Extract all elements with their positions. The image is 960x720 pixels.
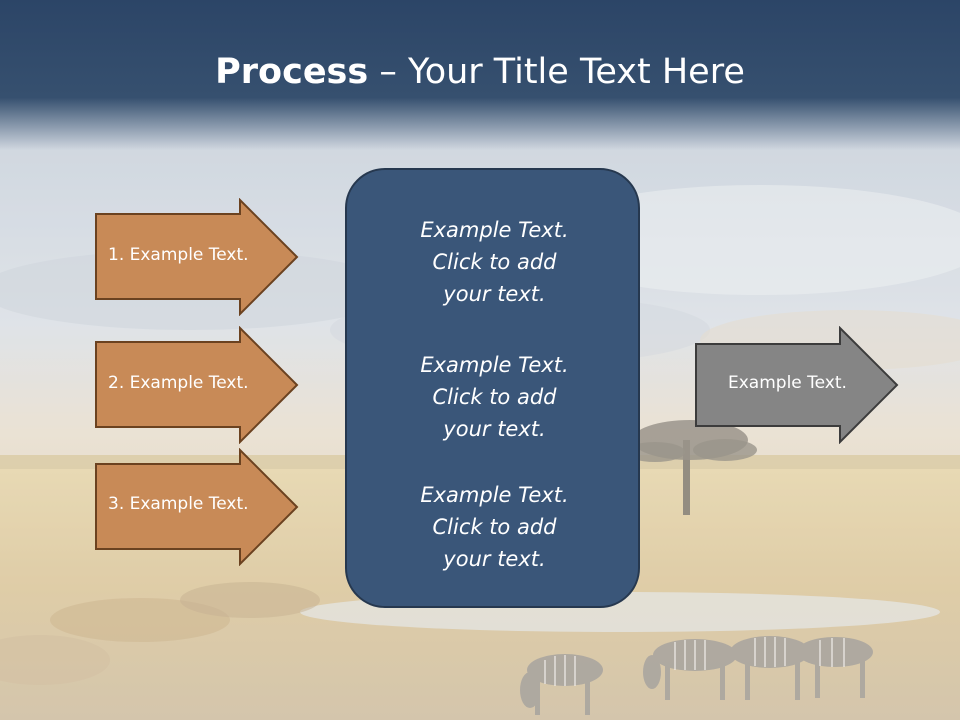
left-arrow-1-label: 1. Example Text.: [108, 245, 249, 265]
center-item-2[interactable]: Example Text. Click to add your text.: [347, 349, 642, 445]
left-arrow-3-label: 3. Example Text.: [108, 494, 249, 514]
center-item-2-line1: Example Text.: [420, 353, 569, 377]
center-item-3-line1: Example Text.: [420, 483, 569, 507]
center-item-1-line3: your text.: [443, 282, 546, 306]
center-item-3-line3: your text.: [443, 547, 546, 571]
center-item-2-line3: your text.: [443, 417, 546, 441]
left-arrow-1[interactable]: [94, 198, 300, 316]
center-item-2-line2: Click to add: [432, 385, 557, 409]
left-arrow-3[interactable]: [94, 448, 300, 566]
right-arrow-label: Example Text.: [728, 373, 847, 393]
title-bold: Process: [215, 52, 369, 92]
left-arrow-2[interactable]: [94, 326, 300, 444]
center-item-3[interactable]: Example Text. Click to add your text.: [347, 479, 642, 575]
center-item-1-line1: Example Text.: [420, 218, 569, 242]
title-rest: – Your Title Text Here: [368, 52, 745, 92]
center-item-1[interactable]: Example Text. Click to add your text.: [347, 214, 642, 310]
title-bar: [0, 0, 960, 150]
center-item-3-line2: Click to add: [432, 515, 557, 539]
center-text-box[interactable]: Example Text. Click to add your text. Ex…: [345, 168, 640, 608]
left-arrow-2-label: 2. Example Text.: [108, 373, 249, 393]
right-arrow[interactable]: [694, 326, 900, 444]
slide-title[interactable]: Process – Your Title Text Here: [0, 52, 960, 92]
center-item-1-line2: Click to add: [432, 250, 557, 274]
